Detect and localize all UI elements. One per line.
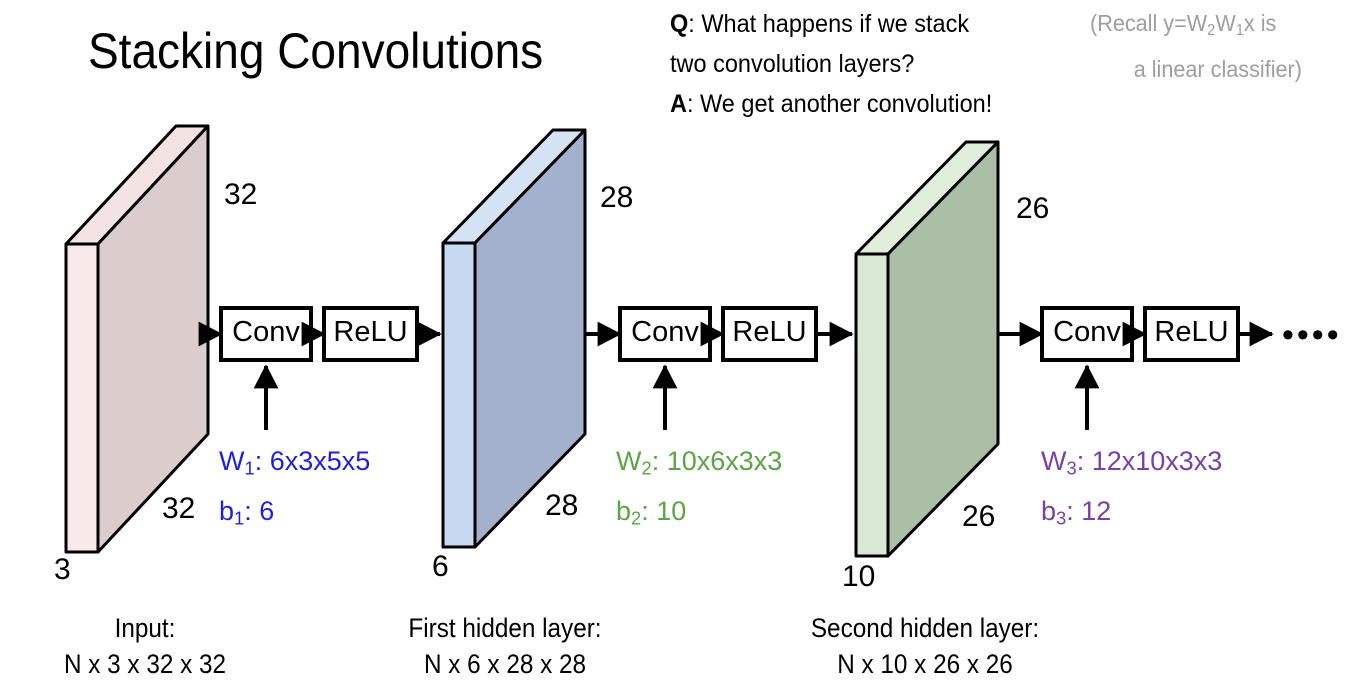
- recall-mid: W: [1215, 10, 1236, 36]
- b2-subscript: 2: [631, 507, 642, 529]
- w1-value: : 6x3x5x5: [254, 446, 371, 476]
- question-line-2: two convolution layers?: [670, 50, 915, 78]
- first-hidden-volume-side-face: [441, 241, 477, 549]
- recall-pre: (Recall y=W: [1090, 10, 1208, 36]
- w3-line: W3: 12x10x3x3: [1041, 440, 1222, 490]
- first-hidden-caption-line2: N x 6 x 28 x 28: [423, 649, 587, 679]
- input-width-label: 32: [162, 492, 196, 525]
- ellipsis-dots: ••••: [1282, 316, 1342, 354]
- input-volume-front-face: [96, 124, 210, 554]
- first-hidden-width-label: 28: [545, 489, 579, 522]
- w1-name: W: [219, 446, 245, 476]
- first-hidden-caption: First hidden layer: N x 6 x 28 x 28: [375, 610, 636, 682]
- relu3-label: ReLU: [1154, 316, 1229, 348]
- relu1-box[interactable]: [322, 306, 419, 362]
- conv1-box[interactable]: [219, 306, 313, 362]
- stage-3-pipeline: [998, 306, 1274, 430]
- answer-line-1: A: We get another convolution!: [670, 84, 1065, 124]
- second-hidden-caption-line1: Second hidden layer:: [810, 613, 1040, 643]
- b1-subscript: 1: [234, 507, 245, 529]
- first-hidden-height-label: 28: [600, 181, 634, 214]
- b3-line: b3: 12: [1041, 490, 1222, 540]
- conv2-box[interactable]: [618, 306, 712, 362]
- input-caption-line2: N x 3 x 32 x 32: [63, 649, 227, 679]
- b1-value: : 6: [244, 495, 275, 526]
- w3-name: W: [1041, 446, 1067, 476]
- second-hidden-volume-side-face: [854, 252, 890, 558]
- conv3-box[interactable]: [1040, 306, 1134, 362]
- w2-value: : 10x6x3x3: [651, 446, 783, 476]
- first-hidden-volume-front-face: [473, 128, 587, 549]
- stage-1-pipeline: [198, 306, 442, 430]
- stage-2-pipeline: [585, 306, 854, 430]
- answer-text-line1: : We get another convolution!: [686, 90, 993, 118]
- recall-line-1: (Recall y=W2W1x is: [1090, 10, 1277, 39]
- input-height-label: 32: [224, 178, 258, 211]
- w3-subscript: 3: [1066, 457, 1077, 479]
- page-title: Stacking Convolutions: [88, 23, 544, 79]
- question-line-1: Q: What happens if we stack: [670, 4, 1065, 44]
- weights-label-stage-2: W2: 10x6x3x3 b2: 10: [616, 440, 782, 539]
- conv2-label: Conv: [631, 316, 699, 348]
- recall-sub-1: 1: [1235, 21, 1244, 39]
- b1-name: b: [219, 495, 235, 526]
- w1-line: W1: 6x3x5x5: [219, 440, 370, 490]
- b2-name: b: [616, 495, 632, 526]
- conv3-label: Conv: [1053, 316, 1121, 348]
- w3-value: : 12x10x3x3: [1076, 446, 1223, 476]
- b3-value: : 12: [1066, 495, 1112, 526]
- recall-line-2: a linear classifier): [1133, 55, 1302, 82]
- input-depth-label: 3: [54, 553, 71, 586]
- answer-label: A: [670, 90, 687, 118]
- question-text-line1: : What happens if we stack: [688, 10, 970, 38]
- question-answer-block: Q: What happens if we stack two convolut…: [670, 4, 1065, 124]
- second-hidden-width-label: 26: [962, 500, 996, 533]
- input-caption: Input: N x 3 x 32 x 32: [15, 610, 276, 682]
- input-caption-line1: Input:: [114, 613, 176, 643]
- relu2-label: ReLU: [732, 316, 807, 348]
- weights-label-stage-1: W1: 6x3x5x5 b1: 6: [219, 440, 370, 539]
- question-label: Q: [670, 10, 689, 38]
- w2-line: W2: 10x6x3x3: [616, 440, 782, 490]
- w1-subscript: 1: [244, 457, 255, 479]
- first-hidden-depth-label: 6: [432, 550, 449, 583]
- second-hidden-depth-label: 10: [842, 560, 876, 593]
- b3-name: b: [1041, 495, 1057, 526]
- second-hidden-caption-line2: N x 10 x 26 x 26: [837, 649, 1013, 679]
- second-hidden-volume-shape: [854, 140, 1000, 558]
- second-hidden-volume-front-face: [886, 140, 1000, 558]
- relu3-box[interactable]: [1143, 306, 1240, 362]
- first-hidden-volume-shape: [441, 128, 587, 549]
- conv1-label: Conv: [232, 316, 300, 348]
- b2-line: b2: 10: [616, 490, 782, 540]
- b3-subscript: 3: [1056, 507, 1067, 529]
- input-volume-shape: [64, 124, 210, 554]
- recall-note: (Recall y=W2W1x is a linear classifier): [1090, 4, 1353, 89]
- w2-subscript: 2: [641, 457, 652, 479]
- w2-name: W: [616, 446, 642, 476]
- first-hidden-caption-line1: First hidden layer:: [408, 613, 602, 643]
- second-hidden-height-label: 26: [1016, 192, 1050, 225]
- relu1-label: ReLU: [333, 316, 408, 348]
- second-hidden-caption: Second hidden layer: N x 10 x 26 x 26: [777, 610, 1074, 682]
- weights-label-stage-3: W3: 12x10x3x3 b3: 12: [1041, 440, 1222, 539]
- input-volume-side-face: [64, 242, 100, 554]
- recall-sub-2: 2: [1207, 21, 1216, 39]
- b1-line: b1: 6: [219, 490, 370, 540]
- recall-post: x is: [1243, 10, 1277, 36]
- b2-value: : 10: [641, 495, 687, 526]
